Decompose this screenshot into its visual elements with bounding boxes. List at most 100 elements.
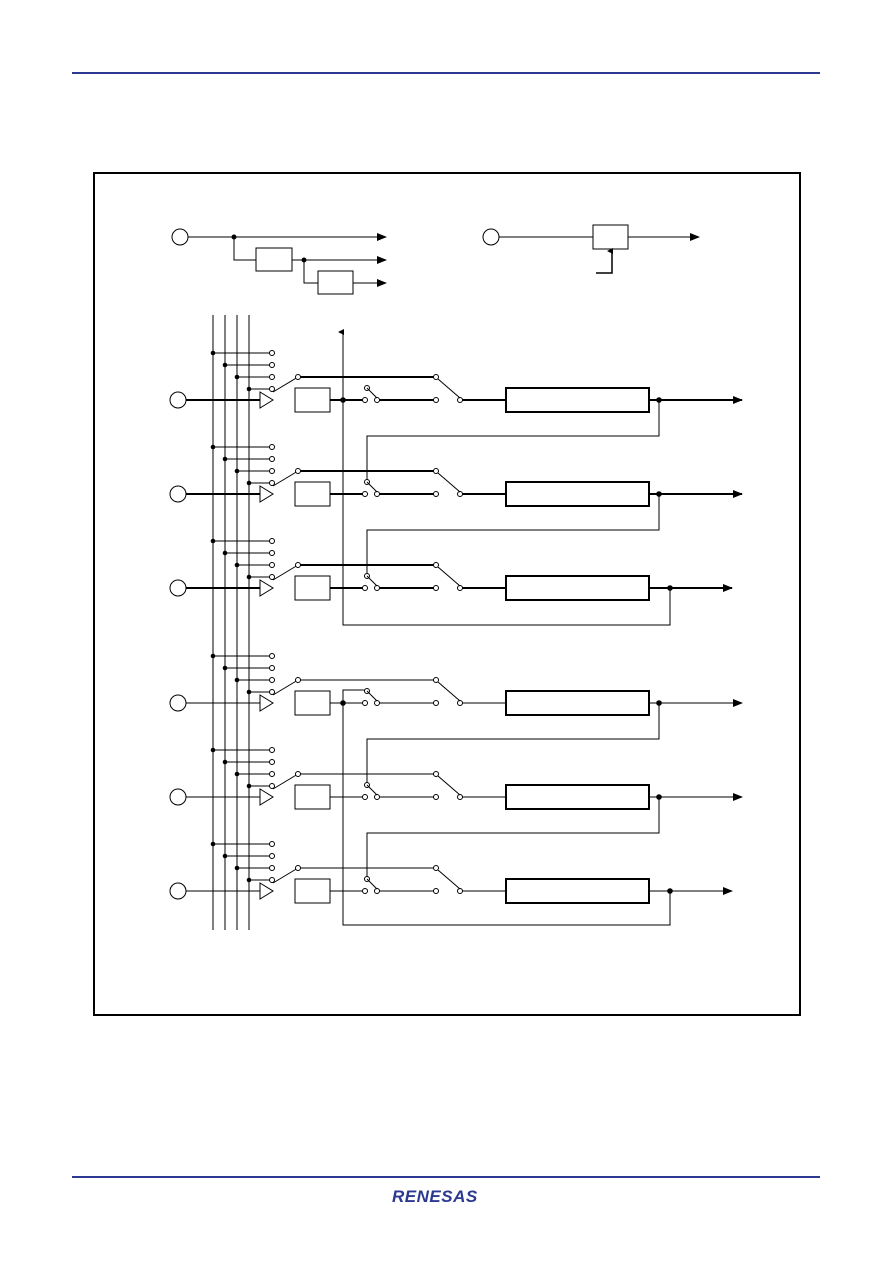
switch-contact [433, 888, 439, 894]
select-contact [269, 877, 275, 883]
switch-contact [295, 562, 301, 568]
select-contact [269, 747, 275, 753]
switch-contact [362, 585, 368, 591]
channel-input-pin [169, 882, 187, 900]
switch-contact [433, 374, 439, 380]
channel-group [169, 350, 743, 904]
select-contact [269, 771, 275, 777]
select-contact [269, 783, 275, 789]
selector-switch [272, 679, 299, 696]
clock-input-pin [171, 228, 189, 246]
counter-register [505, 387, 650, 413]
edge-detector-box [294, 878, 331, 904]
switch-contact [374, 397, 380, 403]
select-contact [269, 550, 275, 556]
schmitt-buffer [259, 579, 274, 597]
select-contact [269, 538, 275, 544]
cascade-feedback-line [366, 703, 660, 783]
cascade-switch [366, 690, 378, 702]
switch-contact [374, 888, 380, 894]
mode-switch [437, 775, 461, 796]
switch-contact [457, 585, 463, 591]
cascade-feedback-line [366, 494, 660, 574]
renesas-logo: RENESAS [392, 1187, 500, 1207]
select-contact [269, 677, 275, 683]
switch-contact [362, 794, 368, 800]
counter-register [505, 784, 650, 810]
switch-contact [295, 374, 301, 380]
switch-contact [374, 700, 380, 706]
mode-switch [437, 472, 461, 493]
mode-switch [437, 566, 461, 587]
switch-contact [457, 397, 463, 403]
header-rule [72, 72, 820, 74]
select-contact [269, 444, 275, 450]
mode-switch [437, 681, 461, 702]
counter-register [505, 878, 650, 904]
edge-detector-box [294, 575, 331, 601]
select-contact [269, 841, 275, 847]
mode-switch [437, 378, 461, 399]
edge-detector-box [294, 690, 331, 716]
switch-contact [433, 491, 439, 497]
schmitt-buffer [259, 788, 274, 806]
select-contact [269, 468, 275, 474]
footer-rule [72, 1176, 820, 1178]
switch-contact [433, 468, 439, 474]
switch-contact [433, 865, 439, 871]
channel-input-pin [169, 694, 187, 712]
channel-input-pin [169, 788, 187, 806]
cascade-feedback-line [366, 400, 660, 480]
counter-register [505, 690, 650, 716]
switch-contact [374, 491, 380, 497]
switch-contact [362, 888, 368, 894]
channel-input-pin [169, 485, 187, 503]
switch-contact [433, 771, 439, 777]
logo-text: RENESAS [392, 1187, 478, 1206]
counter-register [505, 575, 650, 601]
select-contact [269, 689, 275, 695]
clock-bus [212, 315, 250, 930]
switch-contact [433, 562, 439, 568]
switch-contact [362, 700, 368, 706]
cascade-switch [366, 784, 378, 796]
diagram-frame [93, 172, 801, 1016]
switch-contact [433, 794, 439, 800]
counter-register [505, 481, 650, 507]
selector-switch [272, 564, 299, 581]
select-contact [269, 665, 275, 671]
switch-contact [374, 794, 380, 800]
selector-switch [272, 376, 299, 393]
switch-contact [295, 771, 301, 777]
select-contact [269, 853, 275, 859]
edge-detector-box [294, 387, 331, 413]
group1-return-line [342, 388, 671, 626]
schmitt-buffer [259, 694, 274, 712]
select-contact [269, 362, 275, 368]
switch-contact [457, 700, 463, 706]
switch-contact [362, 491, 368, 497]
clock-divider-block [171, 228, 387, 295]
mode-switch [437, 869, 461, 890]
cascade-switch [366, 387, 378, 399]
channel-input-pin [169, 579, 187, 597]
edge-detector-box [294, 784, 331, 810]
switch-contact [457, 794, 463, 800]
select-contact [269, 759, 275, 765]
schmitt-buffer [259, 485, 274, 503]
switch-contact [433, 700, 439, 706]
cascade-switch [366, 575, 378, 587]
selector-switch [272, 470, 299, 487]
select-contact [269, 374, 275, 380]
schmitt-buffer [259, 391, 274, 409]
select-contact [269, 456, 275, 462]
edge-detector-box [294, 481, 331, 507]
cascade-switch [366, 878, 378, 890]
select-contact [269, 350, 275, 356]
switch-contact [295, 677, 301, 683]
switch-contact [433, 677, 439, 683]
prescaler-box-2 [317, 270, 354, 295]
switch-contact [457, 491, 463, 497]
select-contact [269, 386, 275, 392]
